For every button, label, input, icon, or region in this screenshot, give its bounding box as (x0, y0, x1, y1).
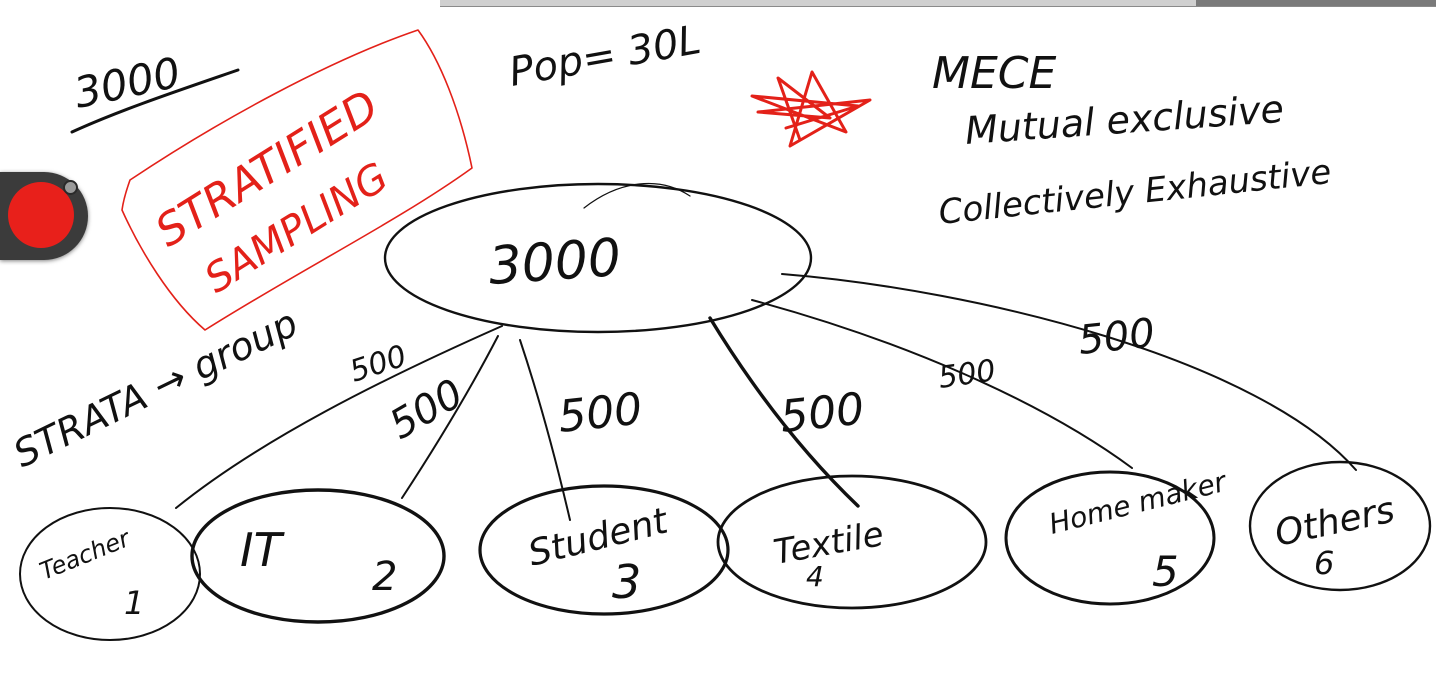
record-pin-icon (63, 180, 78, 195)
population-note: Pop= 30L (506, 17, 704, 96)
edge-label-1: 500 (346, 339, 411, 390)
group-name-it: IT (240, 523, 286, 577)
group-number-2: 2 (372, 554, 397, 600)
group-name-textile: Textile (771, 514, 887, 573)
group-node-it[interactable] (190, 488, 446, 624)
star-icon (750, 70, 872, 148)
group-node-home-maker[interactable] (1004, 470, 1216, 606)
group-node-teacher[interactable] (19, 507, 201, 641)
mece-line-2: Collectively Exhaustive (937, 152, 1333, 233)
root-value: 3000 (487, 228, 623, 297)
group-name-teacher: Teacher (36, 524, 136, 586)
edge-5 (751, 299, 1133, 469)
group-name-student: Student (524, 500, 673, 575)
window-top-bar (440, 0, 1436, 7)
edge-label-3: 500 (556, 383, 645, 442)
window-top-bar-segment (1196, 0, 1436, 6)
edge-2 (401, 335, 499, 499)
group-number-1: 1 (124, 584, 144, 622)
edge-label-5: 500 (936, 353, 998, 396)
group-number-6: 6 (1314, 544, 1334, 582)
group-node-others[interactable] (1248, 460, 1432, 592)
group-node-textile[interactable] (716, 474, 988, 610)
title-frame (121, 29, 473, 331)
root-scribble (583, 182, 691, 209)
group-number-5: 5 (1152, 547, 1179, 596)
group-number-4: 4 (806, 560, 824, 593)
edge-6 (781, 273, 1357, 471)
group-name-others: Others (1271, 490, 1398, 555)
edge-4 (708, 316, 860, 508)
root-node[interactable] (383, 182, 813, 334)
edge-label-6: 500 (1076, 310, 1157, 364)
group-number-3: 3 (612, 555, 641, 609)
record-icon (8, 182, 74, 248)
edge-label-2: 500 (382, 371, 471, 449)
record-button[interactable] (0, 172, 88, 260)
total-3000-note: 3000 (70, 48, 185, 118)
edge-label-4: 500 (778, 383, 867, 442)
group-node-student[interactable] (478, 484, 730, 616)
edge-1 (175, 325, 503, 509)
edge-3 (519, 339, 571, 521)
mece-title: MECE (932, 48, 1056, 99)
total-underline (70, 68, 240, 134)
